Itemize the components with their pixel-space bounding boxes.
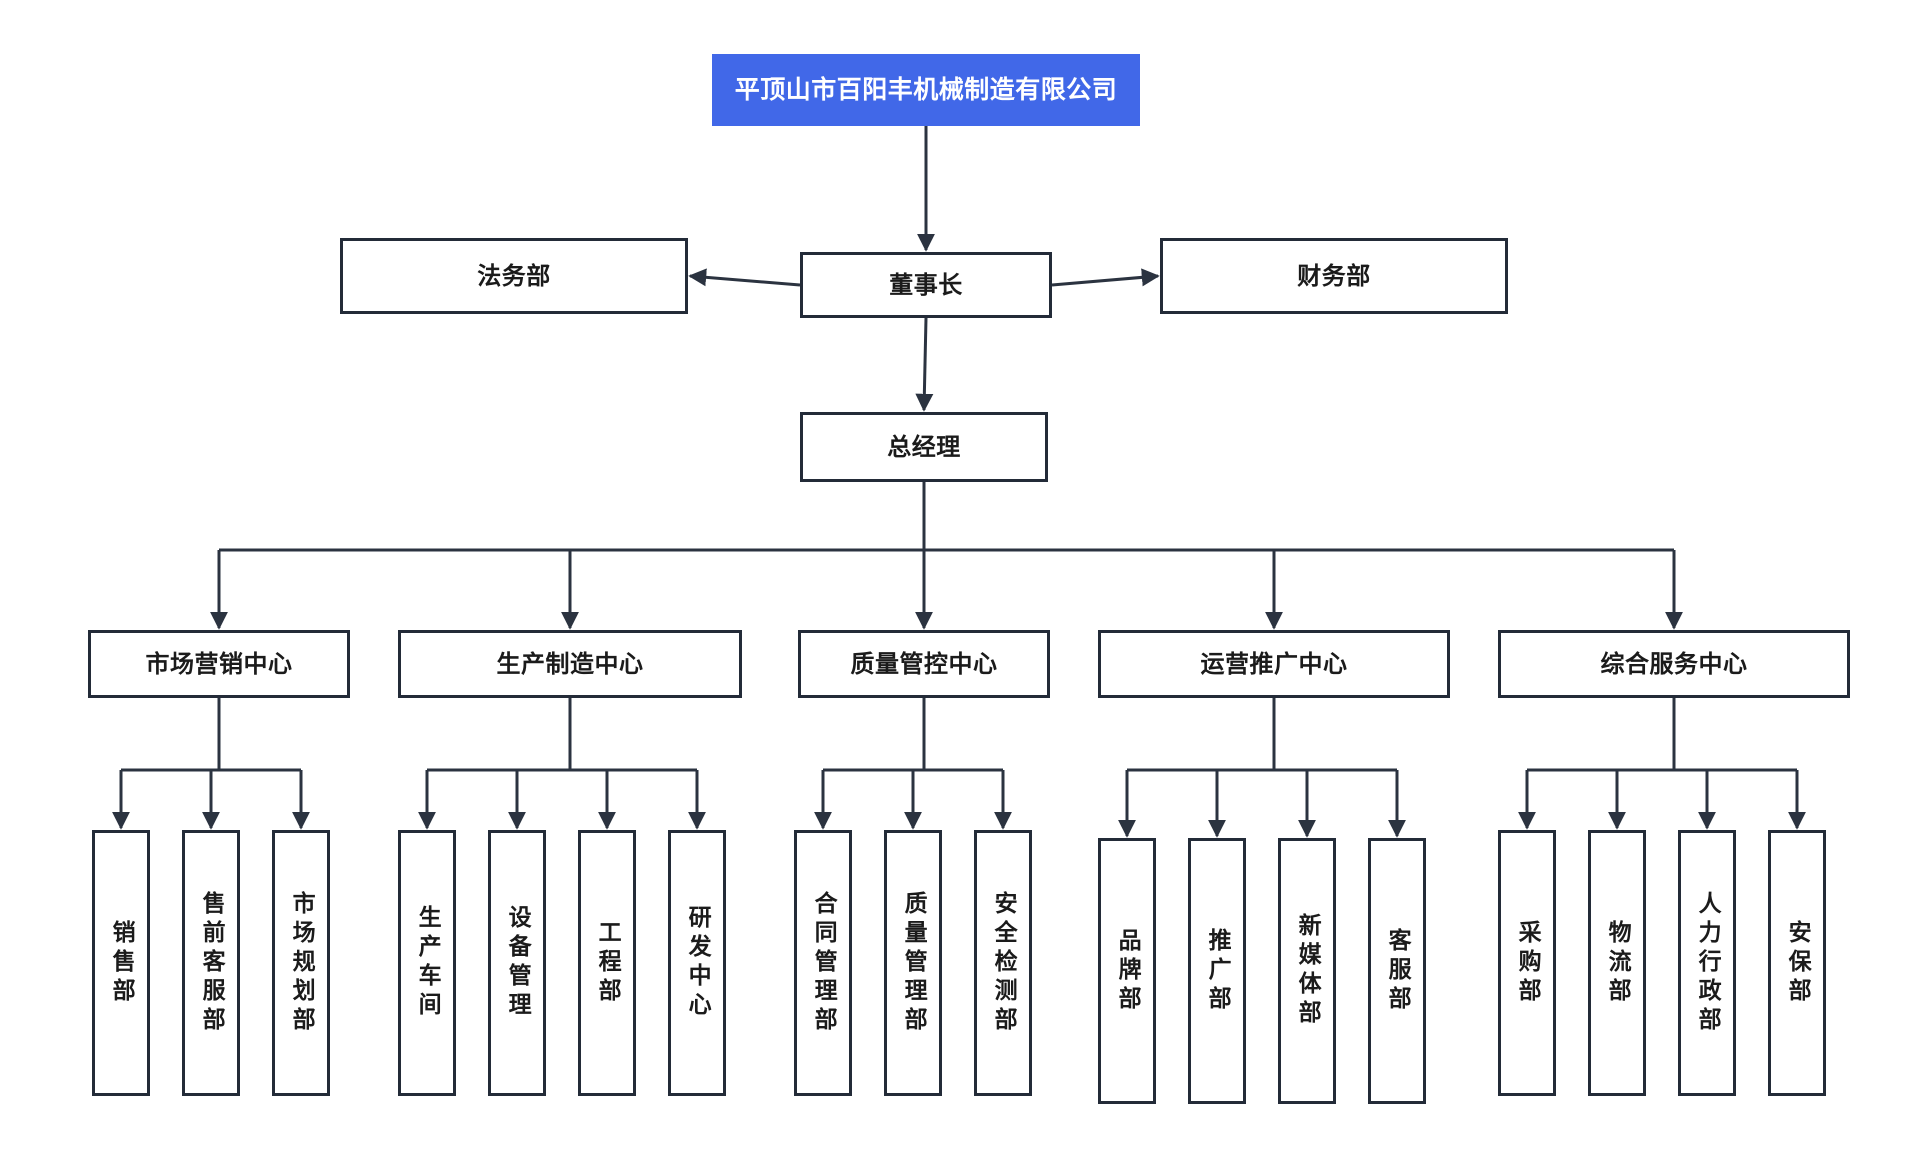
node-chairman[interactable]: 董事长: [800, 252, 1052, 318]
node-dept-sales-label: 销售部: [108, 919, 135, 1007]
node-legal-department-label: 法务部: [477, 262, 551, 290]
node-dept-security-label: 安保部: [1784, 919, 1811, 1007]
node-legal-department[interactable]: 法务部: [340, 238, 688, 314]
node-dept-brand-label: 品牌部: [1114, 927, 1141, 1015]
node-center-marketing[interactable]: 市场营销中心: [88, 630, 350, 698]
node-center-general-services[interactable]: 综合服务中心: [1498, 630, 1850, 698]
node-dept-new-media[interactable]: 新媒体部: [1278, 838, 1336, 1104]
node-center-operations-label: 运营推广中心: [1200, 650, 1348, 678]
node-dept-workshop[interactable]: 生产车间: [398, 830, 456, 1096]
node-chairman-label: 董事长: [889, 271, 963, 299]
node-finance-department[interactable]: 财务部: [1160, 238, 1508, 314]
node-dept-rnd[interactable]: 研发中心: [668, 830, 726, 1096]
node-dept-safety-test[interactable]: 安全检测部: [974, 830, 1032, 1096]
node-dept-equipment[interactable]: 设备管理: [488, 830, 546, 1096]
node-general-manager[interactable]: 总经理: [800, 412, 1048, 482]
node-general-manager-label: 总经理: [887, 433, 961, 461]
node-dept-contract-label: 合同管理部: [810, 890, 837, 1036]
node-dept-quality-mgmt-label: 质量管理部: [900, 890, 927, 1036]
node-dept-logistics[interactable]: 物流部: [1588, 830, 1646, 1096]
node-dept-promotion-label: 推广部: [1204, 927, 1231, 1015]
node-dept-contract[interactable]: 合同管理部: [794, 830, 852, 1096]
node-center-manufacturing-label: 生产制造中心: [496, 650, 644, 678]
node-dept-engineering[interactable]: 工程部: [578, 830, 636, 1096]
node-dept-security[interactable]: 安保部: [1768, 830, 1826, 1096]
node-dept-engineering-label: 工程部: [594, 919, 621, 1007]
node-dept-market-planning-label: 市场规划部: [288, 890, 315, 1036]
edge-chairman-finance: [1051, 268, 1160, 287]
node-company-root-label: 平顶山市百阳丰机械制造有限公司: [734, 75, 1118, 105]
node-dept-hr-admin[interactable]: 人力行政部: [1678, 830, 1736, 1096]
node-center-general-services-label: 综合服务中心: [1600, 650, 1748, 678]
node-center-operations[interactable]: 运营推广中心: [1098, 630, 1450, 698]
node-dept-purchasing[interactable]: 采购部: [1498, 830, 1556, 1096]
edge-chairman-legal: [688, 268, 801, 287]
node-center-marketing-label: 市场营销中心: [145, 650, 293, 678]
node-dept-customer-service[interactable]: 客服部: [1368, 838, 1426, 1104]
node-dept-market-planning[interactable]: 市场规划部: [272, 830, 330, 1096]
node-dept-logistics-label: 物流部: [1604, 919, 1631, 1007]
node-dept-workshop-label: 生产车间: [414, 905, 441, 1021]
node-dept-equipment-label: 设备管理: [504, 905, 531, 1021]
node-dept-rnd-label: 研发中心: [684, 905, 711, 1021]
node-dept-safety-test-label: 安全检测部: [990, 890, 1017, 1036]
node-center-manufacturing[interactable]: 生产制造中心: [398, 630, 742, 698]
node-dept-hr-admin-label: 人力行政部: [1694, 890, 1721, 1036]
node-center-quality[interactable]: 质量管控中心: [798, 630, 1050, 698]
node-dept-brand[interactable]: 品牌部: [1098, 838, 1156, 1104]
node-center-quality-label: 质量管控中心: [850, 650, 998, 678]
node-dept-presales-service-label: 售前客服部: [198, 890, 225, 1036]
node-dept-presales-service[interactable]: 售前客服部: [182, 830, 240, 1096]
node-dept-new-media-label: 新媒体部: [1294, 913, 1321, 1029]
edge-chairman-gm: [915, 317, 934, 412]
node-company-root[interactable]: 平顶山市百阳丰机械制造有限公司: [712, 54, 1140, 126]
node-dept-purchasing-label: 采购部: [1514, 919, 1541, 1007]
node-finance-department-label: 财务部: [1297, 262, 1371, 290]
node-dept-promotion[interactable]: 推广部: [1188, 838, 1246, 1104]
node-dept-customer-service-label: 客服部: [1384, 927, 1411, 1015]
node-dept-sales[interactable]: 销售部: [92, 830, 150, 1096]
node-dept-quality-mgmt[interactable]: 质量管理部: [884, 830, 942, 1096]
